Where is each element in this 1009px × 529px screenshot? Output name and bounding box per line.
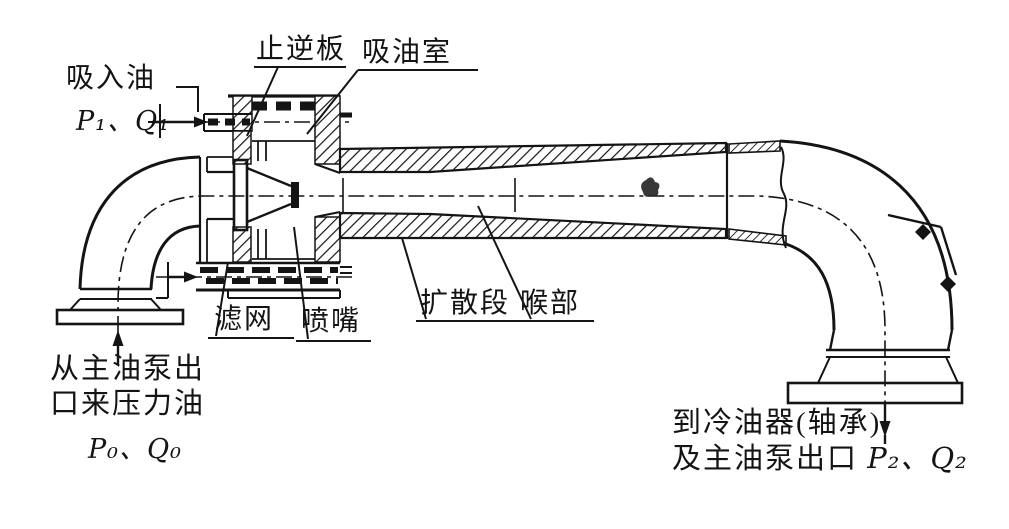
- label-throat: 喉部: [520, 288, 581, 319]
- leader-lines: [208, 66, 594, 342]
- label-check-plate: 止逆板: [256, 34, 347, 65]
- label-suction-oil-formula: P₁、Q₁: [76, 106, 170, 137]
- outlet-line1: 到冷油器(轴承): [672, 407, 882, 439]
- label-suction-oil: 吸入油: [66, 63, 157, 94]
- mixing-tube: [338, 140, 788, 249]
- label-inlet-formula: P₀、Q₀: [88, 434, 182, 465]
- inlet-flow-arrow-up: [112, 330, 124, 364]
- inlet-line1: 从主油泵出: [50, 353, 206, 385]
- left-elbow: [55, 155, 236, 326]
- outlet-line2: 及主油泵出口 P₂、Q₂: [672, 441, 968, 477]
- label-nozzle: 喷嘴: [301, 306, 362, 337]
- suction-chamber-housing: [203, 94, 352, 263]
- outlet-flow-arrow-down: [879, 403, 891, 444]
- label-suction-chamber: 吸油室: [362, 37, 453, 68]
- nozzle-assembly: [207, 158, 299, 232]
- label-outlet: 到冷油器(轴承) 及主油泵出口 P₂、Q₂: [672, 406, 968, 478]
- suction-inlet-top: [148, 86, 208, 138]
- label-diffuser: 扩散段: [420, 288, 511, 319]
- suction-inlet-bottom: [156, 262, 198, 299]
- inlet-line2: 口来压力油: [50, 388, 206, 421]
- centerline-ticks: [342, 178, 516, 212]
- outlet-line2-text: 及主油泵出口: [672, 443, 868, 476]
- label-filter-screen: 滤网: [214, 304, 275, 335]
- label-pressure-oil-inlet: 从主油泵出 口来压力油: [50, 352, 205, 423]
- filter-screen-band: [196, 261, 352, 299]
- ink-smudge: [641, 177, 660, 197]
- right-elbow: [779, 139, 964, 405]
- outlet-formula: P₂、Q₂: [867, 441, 968, 476]
